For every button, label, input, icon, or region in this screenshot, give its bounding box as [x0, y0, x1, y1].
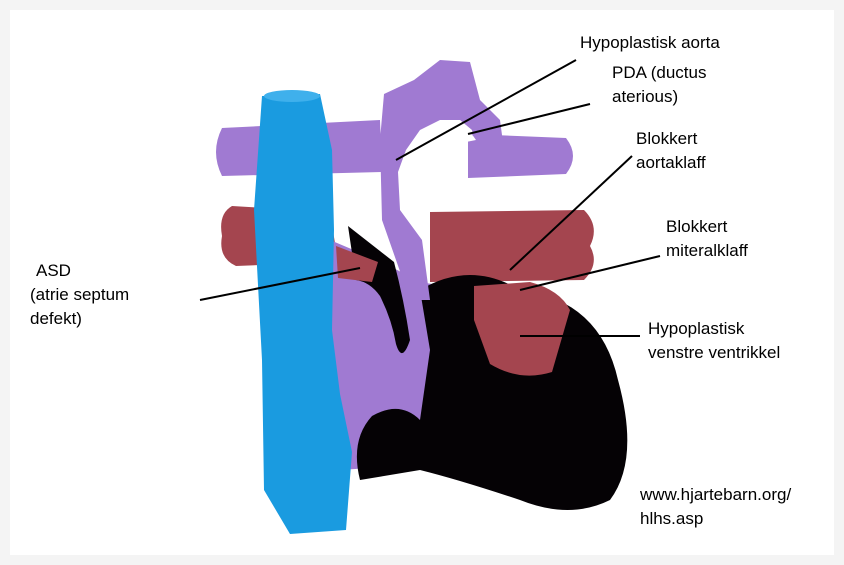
label-asd-line2: (atrie septum [30, 284, 129, 306]
source-url-line2: hlhs.asp [640, 508, 703, 530]
vena-cava-opening [264, 90, 320, 102]
label-ventricle-line1: Hypoplastisk [648, 318, 744, 340]
pulmonary-artery-right [430, 210, 594, 282]
label-mitral-valve-line1: Blokkert [666, 216, 727, 238]
label-hypoplastic-aorta: Hypoplastisk aorta [580, 32, 720, 54]
label-ventricle-line2: venstre ventrikkel [648, 342, 780, 364]
label-mitral-valve-line2: miteralklaff [666, 240, 748, 262]
source-url-line1: www.hjartebarn.org/ [640, 484, 791, 506]
label-pda-line1: PDA (ductus [612, 62, 707, 84]
label-aortic-valve-line1: Blokkert [636, 128, 697, 150]
label-asd-line1: ASD [36, 260, 71, 282]
label-aortic-valve-line2: aortaklaff [636, 152, 706, 174]
label-pda-line2: aterious) [612, 86, 678, 108]
label-asd-line3: defekt) [30, 308, 82, 330]
